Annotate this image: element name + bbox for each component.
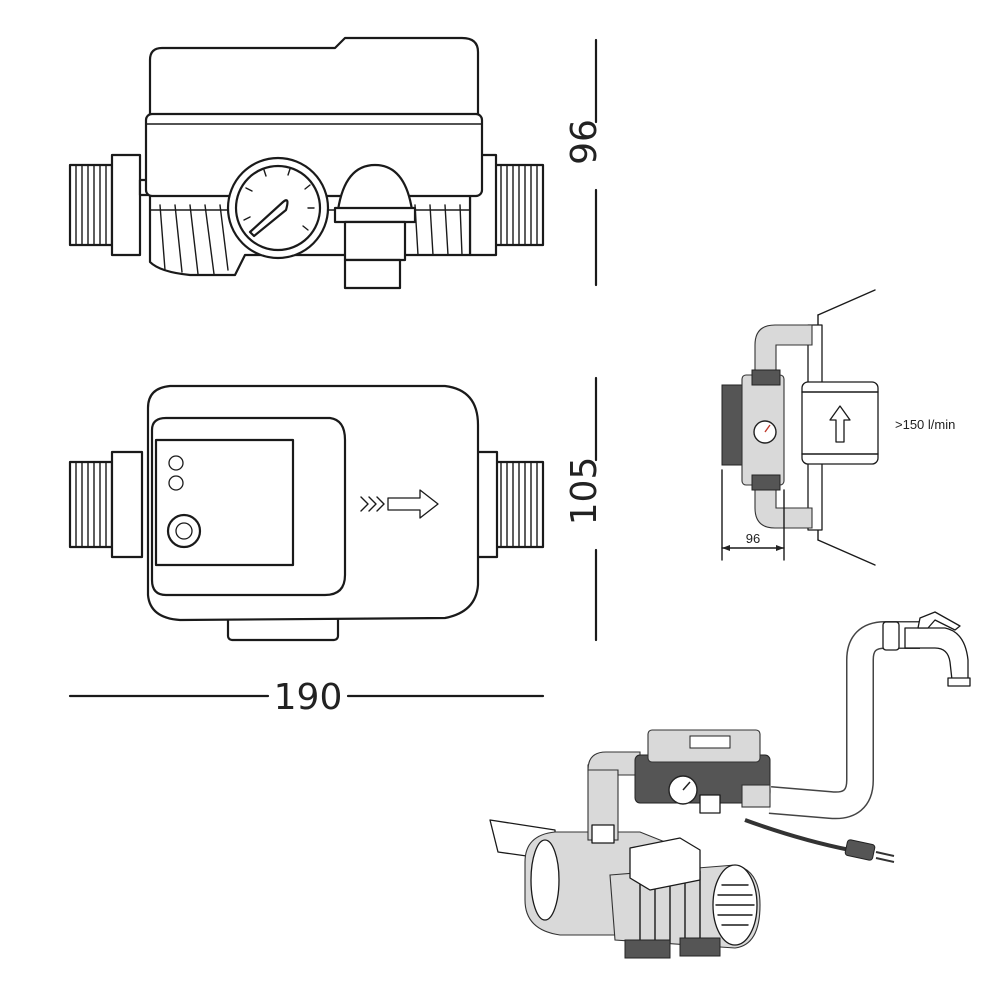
valve-dome — [336, 163, 414, 212]
faucet-handle — [917, 611, 961, 631]
faucet — [904, 627, 969, 681]
flow-rate-label: >150 l/min — [895, 417, 955, 432]
pump-inlet-flange — [530, 839, 560, 921]
terminal-box — [629, 837, 701, 891]
valve-collar — [333, 206, 417, 224]
led-indicator-2 — [168, 475, 184, 491]
outlet-pipe — [768, 622, 920, 818]
led-indicator-1 — [168, 455, 184, 471]
top-view-drawing — [68, 36, 545, 290]
dimension-label-105: 105 — [564, 457, 605, 526]
dimension-label-190: 190 — [274, 677, 343, 718]
pump-assembly-illustration — [489, 611, 971, 959]
controller-bottom-fitting — [751, 474, 781, 491]
height-dimension-top: 96 — [564, 38, 605, 287]
valve-body — [343, 220, 407, 262]
left-nut — [110, 153, 142, 257]
inset-gauge-needle — [764, 424, 771, 433]
faucet-spout — [947, 677, 971, 687]
pipe-coupling — [882, 621, 900, 651]
reset-button-inner — [175, 522, 193, 540]
front-left-nut — [110, 450, 144, 559]
pump-foot-rear — [679, 937, 721, 957]
valve-outlet — [343, 258, 402, 290]
riser-elbow — [587, 751, 641, 776]
flow-arrow-up — [829, 405, 851, 443]
height-dimension-front: 105 — [564, 376, 605, 642]
upper-elbow — [754, 324, 813, 376]
riser-nut — [591, 824, 615, 844]
front-view-drawing — [68, 384, 545, 642]
width-dimension: 190 — [68, 677, 545, 718]
install-dimension-label: 96 — [746, 531, 760, 546]
power-plug — [844, 839, 876, 861]
outlet-pipe-shadow — [768, 621, 920, 820]
installation-diagram: >150 l/min 96 — [721, 289, 955, 566]
controller-top-fitting — [751, 369, 781, 386]
controller-label-area — [689, 735, 731, 749]
upper-housing — [148, 36, 480, 120]
controller-outlet-port — [699, 794, 721, 814]
front-left-thread — [68, 460, 114, 549]
controller-housing-side — [721, 384, 745, 466]
flow-direction-arrow — [360, 489, 439, 519]
controller-right-fitting — [741, 784, 771, 808]
dimension-label-96: 96 — [564, 119, 605, 165]
gauge-needle — [248, 199, 289, 238]
left-inlet-thread — [68, 163, 114, 247]
power-cable — [744, 818, 851, 852]
pump-foot-front — [624, 939, 671, 959]
